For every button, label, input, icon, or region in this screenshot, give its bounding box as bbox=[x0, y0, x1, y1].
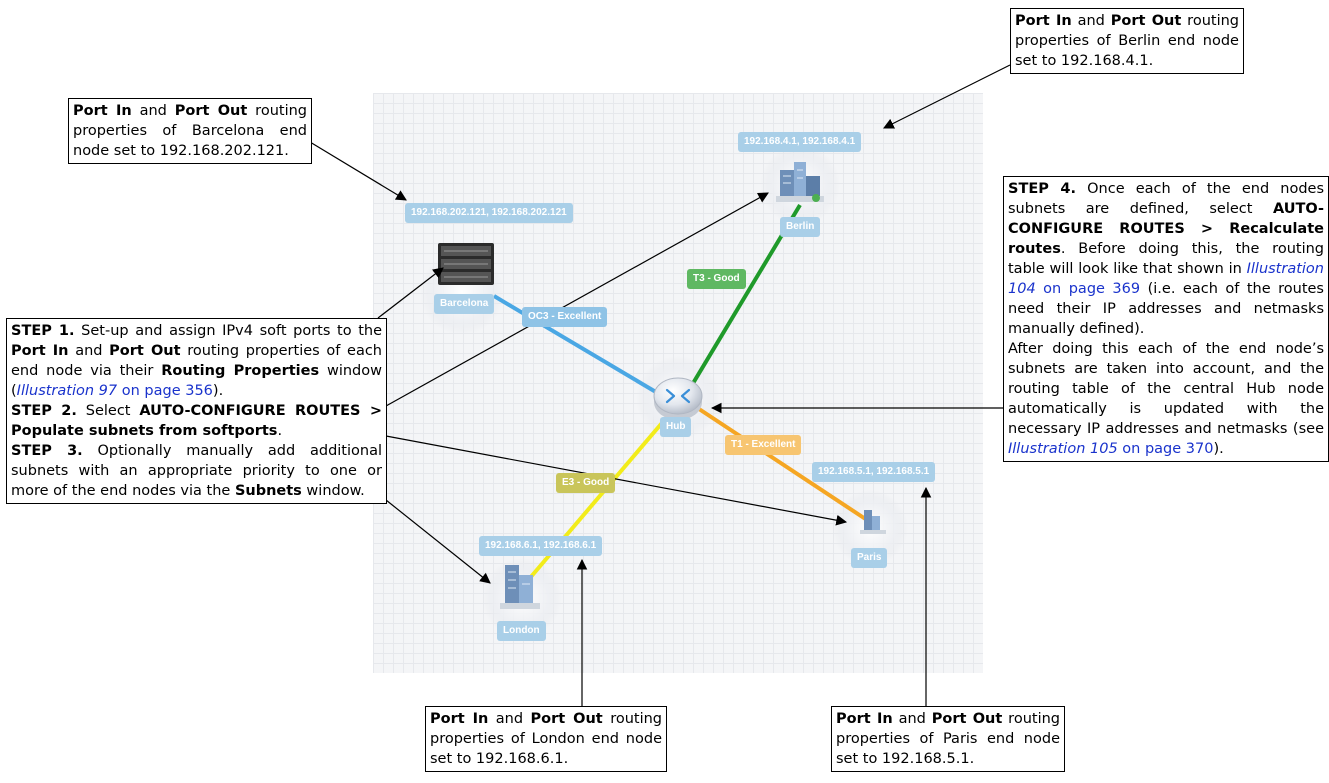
node-name-paris: Paris bbox=[851, 548, 888, 568]
illustration-104-link[interactable]: Illustration 104 on page 369 bbox=[1008, 261, 1324, 297]
arrow-step1-paris bbox=[385, 435, 848, 526]
callout-london: Port In and Port Out routing properties … bbox=[425, 706, 667, 772]
arrow-step1-berlin bbox=[385, 192, 769, 407]
ip-label-barcelona: 192.168.202.121, 192.168.202.121 bbox=[405, 203, 573, 223]
illustration-97-link[interactable]: Illustration 97 on page 356 bbox=[16, 383, 213, 399]
link-london-hub[interactable] bbox=[522, 408, 675, 587]
node-name-berlin: Berlin bbox=[780, 217, 821, 237]
link-label-oc3: OC3 - Excellent bbox=[522, 307, 608, 327]
arrow-step1-barcelona bbox=[377, 267, 444, 319]
link-paris-hub[interactable] bbox=[691, 403, 869, 522]
node-name-hub: Hub bbox=[660, 417, 692, 437]
illustration-105-link[interactable]: Illustration 105 on page 370 bbox=[1008, 441, 1214, 457]
callout-paris: Port In and Port Out routing properties … bbox=[831, 706, 1065, 772]
callout-steps-1-3: STEP 1. Set-up and assign IPv4 soft port… bbox=[6, 318, 387, 504]
ip-label-london: 192.168.6.1, 192.168.6.1 bbox=[479, 536, 603, 556]
router-icon[interactable] bbox=[653, 377, 703, 420]
node-name-barcelona: Barcelona bbox=[434, 294, 495, 314]
ip-label-berlin: 192.168.4.1, 192.168.4.1 bbox=[738, 132, 862, 152]
ip-label-paris: 192.168.5.1, 192.168.5.1 bbox=[812, 462, 936, 482]
building-icon[interactable] bbox=[776, 162, 824, 202]
link-label-t3: T3 - Good bbox=[687, 269, 746, 289]
node-name-london: London bbox=[497, 621, 546, 641]
building-icon[interactable] bbox=[860, 510, 886, 534]
callout-berlin: Port In and Port Out routing properties … bbox=[1010, 8, 1244, 74]
arrow-berlin bbox=[883, 64, 1011, 129]
callout-step-4: STEP 4. Once each of the end nodes subne… bbox=[1003, 176, 1329, 462]
link-label-e3: E3 - Good bbox=[556, 473, 616, 493]
building-icon[interactable] bbox=[500, 565, 540, 609]
link-label-t1: T1 - Excellent bbox=[725, 435, 802, 455]
server-icon[interactable] bbox=[438, 243, 494, 285]
arrow-barcelona bbox=[309, 141, 407, 201]
arrow-step1-london bbox=[385, 499, 491, 584]
callout-barcelona: Port In and Port Out routing properties … bbox=[68, 98, 312, 164]
